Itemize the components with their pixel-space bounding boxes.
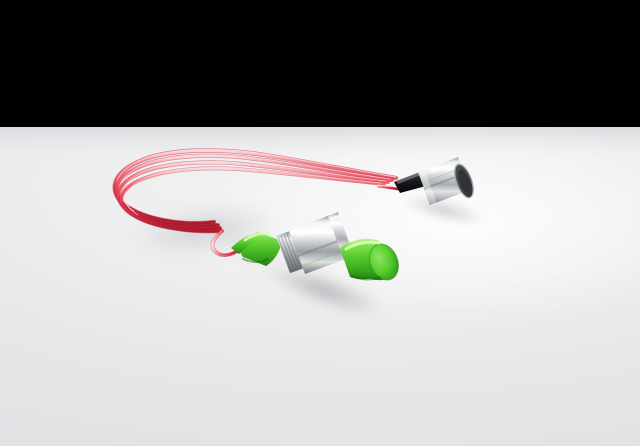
dust-cap-endface xyxy=(369,244,399,280)
green-boot xyxy=(231,232,282,266)
collimator-assembly xyxy=(394,157,474,206)
strain-relief-boot xyxy=(394,172,426,193)
adapter-sleeve xyxy=(276,212,354,274)
connector-assembly xyxy=(231,212,399,281)
letterbox-top-bar xyxy=(0,0,640,127)
green-dust-cap xyxy=(340,238,399,281)
metal-ferrule xyxy=(418,157,474,206)
fiber-cable xyxy=(112,148,400,257)
